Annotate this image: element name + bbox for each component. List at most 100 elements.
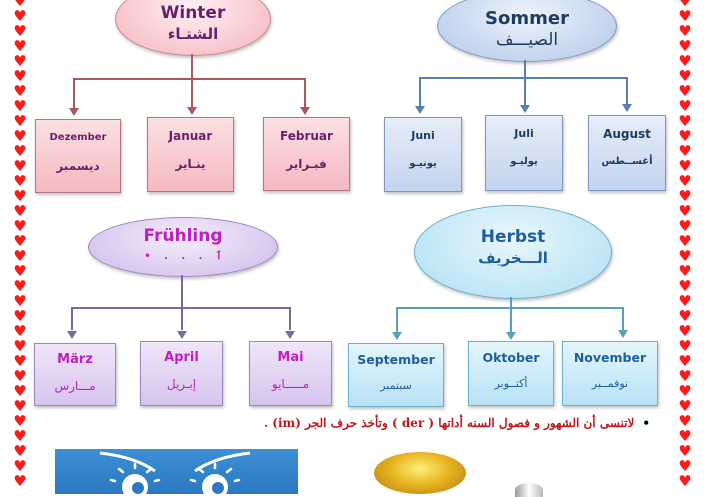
heart-icon: ♥ [678,127,692,145]
heart-icon: ♥ [13,337,27,355]
heart-icon: ♥ [678,352,692,370]
month-ar: إبـريل [166,377,197,391]
herbst-arrow-1 [392,332,402,340]
grammar-note-text: لاتنسى أن الشهور و فصول السنه أداتها ( d… [263,416,635,430]
month-de: November [573,350,647,365]
heart-icon: ♥ [678,307,692,325]
heart-icon: ♥ [13,142,27,160]
sommer-arrow-3 [622,104,632,112]
winter-branch [73,78,306,80]
month-ar: مـــــايو [271,377,310,391]
month-ar: سبتمبر [380,379,412,392]
month-de: Mai [277,350,304,365]
sommer-arrow-2 [520,105,530,113]
heart-border-right: ♥♥♥♥♥♥♥♥♥♥♥♥♥♥♥♥♥♥♥♥♥♥♥♥♥♥♥♥♥♥♥♥♥ [677,0,693,489]
heart-icon: ♥ [678,262,692,280]
heart-icon: ♥ [13,22,27,40]
heart-icon: ♥ [678,232,692,250]
heart-icon: ♥ [13,97,27,115]
heart-icon: ♥ [13,457,27,475]
heart-icon: ♥ [13,412,27,430]
heart-icon: ♥ [13,292,27,310]
grammar-note: • لاتنسى أن الشهور و فصول السنه أداتها ( … [180,416,650,430]
fruehling-label-ar: • . . . ٱ [144,251,222,262]
month-box-februar: Februar فبـراير [263,117,350,191]
heart-icon: ♥ [678,412,692,430]
heart-icon: ♥ [678,7,692,25]
month-box-januar: Januar ينـاير [147,117,234,192]
month-ar: يوليـو [510,156,538,167]
herbst-label-de: Herbst [480,227,546,247]
heart-icon: ♥ [678,217,692,235]
heart-icon: ♥ [13,307,27,325]
heart-icon: ♥ [678,172,692,190]
sommer-stem [524,60,526,110]
heart-icon: ♥ [678,82,692,100]
sommer-label-ar: الصيـــف [495,30,559,50]
month-ar: ديسمبر [56,159,100,173]
month-box-november: November نوفمــبر [562,341,658,406]
month-box-august: August أغســطس [588,115,666,191]
funnel-image [515,483,543,497]
heart-icon: ♥ [678,22,692,40]
month-ar: يونيـو [409,158,437,169]
month-box-juli: Juli يوليـو [485,115,563,191]
bullet-icon: • [642,416,650,430]
month-de: Januar [168,129,213,143]
sommer-label-de: Sommer [485,8,569,29]
heart-icon: ♥ [678,112,692,130]
month-ar: أكتــوبر [494,377,528,390]
herbst-arrow-2 [506,332,516,340]
heart-icon: ♥ [13,442,27,460]
heart-icon: ♥ [13,112,27,130]
month-de: Oktober [482,350,540,365]
month-box-dezember: Dezember ديسمبر [35,119,121,193]
heart-icon: ♥ [13,232,27,250]
heart-icon: ♥ [13,397,27,415]
heart-icon: ♥ [678,157,692,175]
heart-icon: ♥ [678,472,692,490]
fruehling-arrow-3 [285,331,295,339]
month-box-september: September سبتمبر [348,343,444,407]
winter-stem [191,54,193,110]
winter-label-de: Winter [160,3,226,23]
heart-icon: ♥ [13,67,27,85]
heart-icon: ♥ [13,382,27,400]
month-box-mai: Mai مـــــايو [249,341,332,406]
month-box-oktober: Oktober أكتــوبر [468,341,554,406]
heart-icon: ♥ [678,37,692,55]
heart-icon: ♥ [678,457,692,475]
heart-icon: ♥ [678,322,692,340]
fruehling-oval: Frühling • . . . ٱ [88,217,278,277]
heart-icon: ♥ [13,187,27,205]
winter-oval: Winter الشتـاء [115,0,271,56]
heart-border-left: ♥♥♥♥♥♥♥♥♥♥♥♥♥♥♥♥♥♥♥♥♥♥♥♥♥♥♥♥♥♥♥♥♥ [12,0,28,489]
herbst-stem [510,297,512,333]
heart-icon: ♥ [678,0,692,10]
sommer-drop-3 [626,77,628,107]
heart-icon: ♥ [678,52,692,70]
month-box-maerz: März مـــارس [34,343,116,406]
heart-icon: ♥ [678,292,692,310]
sommer-drop-1 [419,77,421,109]
fruehling-label-de: Frühling [143,226,223,246]
heart-icon: ♥ [13,367,27,385]
heart-icon: ♥ [678,427,692,445]
month-de: April [164,350,199,365]
heart-icon: ♥ [678,337,692,355]
heart-icon: ♥ [13,247,27,265]
heart-icon: ♥ [13,127,27,145]
winter-arrow-1 [69,108,79,116]
heart-icon: ♥ [13,352,27,370]
fruehling-branch [71,307,291,309]
heart-icon: ♥ [13,262,27,280]
heart-icon: ♥ [678,397,692,415]
heart-icon: ♥ [13,427,27,445]
heart-icon: ♥ [13,7,27,25]
month-ar: أغســطس [601,156,653,167]
winter-drop-3 [304,78,306,110]
fruehling-stem [181,275,183,330]
month-de: März [57,352,93,367]
heart-icon: ♥ [13,277,27,295]
heart-icon: ♥ [13,37,27,55]
